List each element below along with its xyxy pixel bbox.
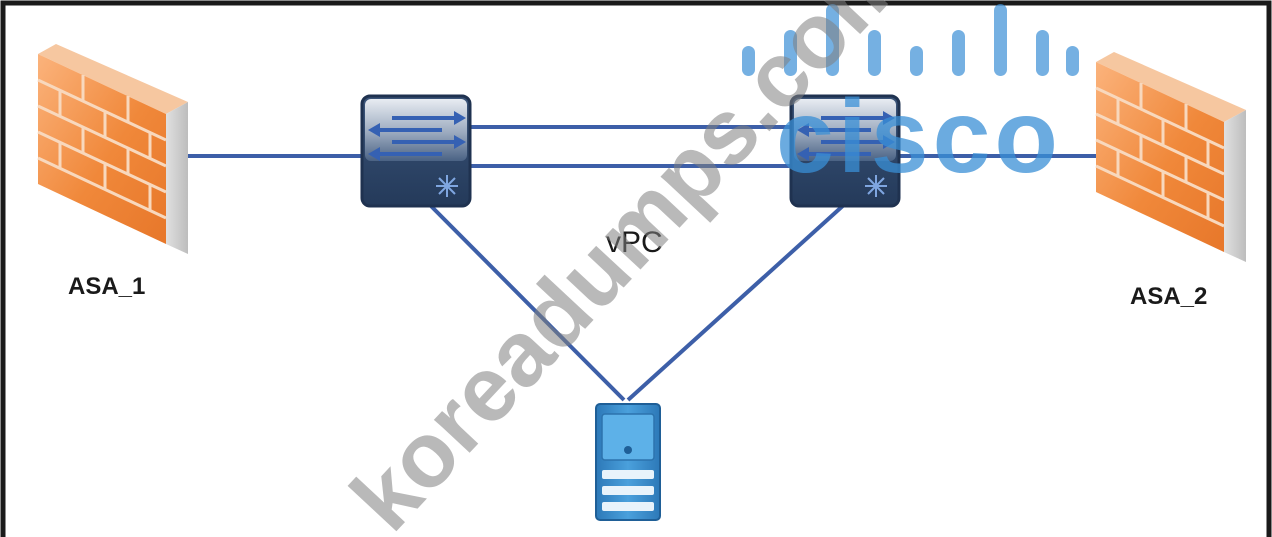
links [172,125,1100,402]
server-icon [595,403,661,521]
asa-1-label: ASA_1 [68,273,145,300]
firewall-icon [1095,52,1246,262]
cisco-wordmark: cisco [776,79,1062,195]
switch-icon [789,94,901,208]
firewall-icon [37,44,188,254]
link-switch-right-server [626,201,848,402]
switch-icon [360,94,472,208]
link-switch-left-server [426,201,626,402]
cisco-logo: cisco [742,4,1079,195]
asa-2-label: ASA_2 [1130,283,1207,310]
vpc-label: vPC [606,226,663,259]
